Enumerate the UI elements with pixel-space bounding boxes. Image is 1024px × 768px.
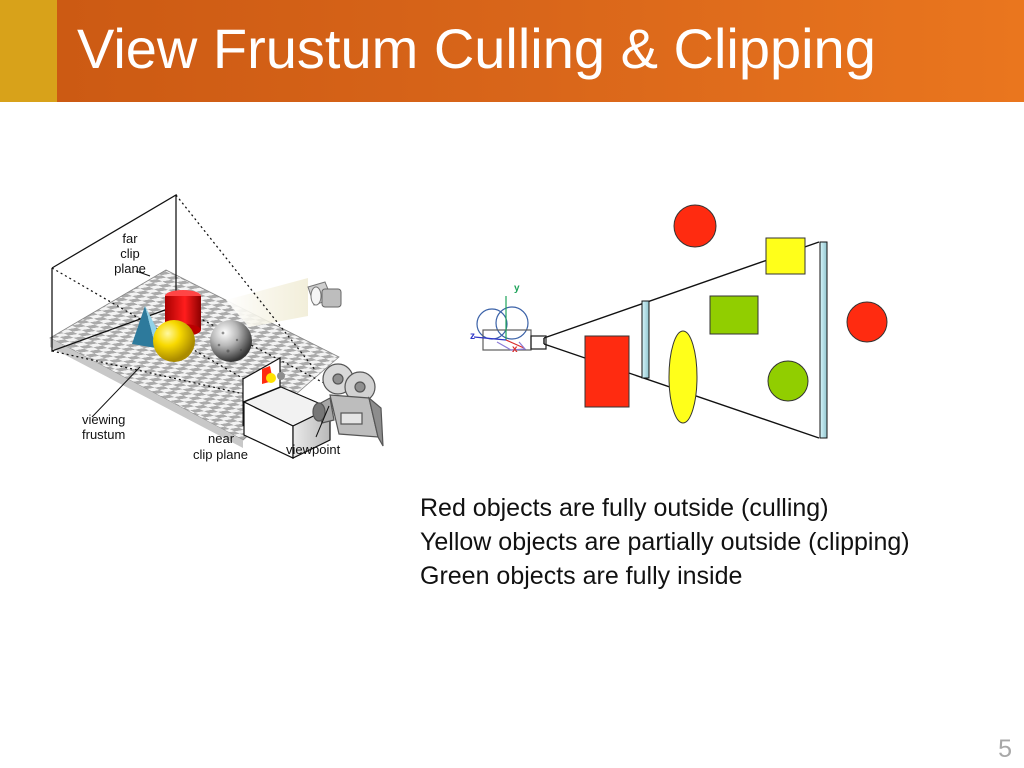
z-axis-label: z bbox=[470, 331, 475, 342]
viewing-frustum-label-line1: viewing bbox=[82, 412, 125, 427]
viewpoint-label: viewpoint bbox=[286, 442, 341, 457]
yellow-ellipse-clipped bbox=[668, 330, 698, 424]
green-circle-inside bbox=[767, 360, 809, 402]
far-clip-plane bbox=[819, 241, 828, 439]
near-clip-plane-label-line1: near bbox=[208, 431, 235, 446]
red-rectangle-outside bbox=[584, 335, 630, 408]
red-circle-right bbox=[846, 301, 888, 343]
red-circle-top bbox=[673, 204, 717, 248]
y-axis-label: y bbox=[514, 283, 520, 294]
yellow-square-clipped bbox=[765, 237, 806, 275]
caption-line-green: Green objects are fully inside bbox=[420, 562, 743, 590]
camera-icon bbox=[312, 363, 384, 447]
near-plane-preview bbox=[262, 366, 285, 384]
page-number: 5 bbox=[998, 735, 1012, 763]
near-clip-plane bbox=[641, 300, 650, 379]
axis-labels: y x z bbox=[470, 283, 520, 355]
view-frustum-illustration: far clip plane viewing frustum near clip… bbox=[49, 193, 384, 462]
green-square-inside bbox=[709, 295, 759, 335]
far-clip-plane-label-line2: clip bbox=[120, 246, 140, 261]
title-accent-bar bbox=[0, 0, 57, 102]
viewing-frustum-label-line2: frustum bbox=[82, 427, 125, 442]
near-clip-plane-label-line2: clip plane bbox=[193, 447, 248, 462]
far-clip-plane-label-line3: plane bbox=[114, 261, 146, 276]
x-axis-label: x bbox=[512, 344, 518, 355]
caption-line-red: Red objects are fully outside (culling) bbox=[420, 494, 829, 522]
title-bar bbox=[57, 0, 1024, 102]
camera-wireframe-icon bbox=[473, 296, 547, 351]
caption-line-yellow: Yellow objects are partially outside (cl… bbox=[420, 528, 910, 556]
scene-objects bbox=[132, 290, 252, 362]
spotlight-icon bbox=[307, 281, 342, 308]
far-clip-plane-label: far clip plane bbox=[114, 231, 146, 276]
caption: Red objects are fully outside (culling) … bbox=[420, 491, 1000, 593]
light-beam bbox=[226, 278, 308, 327]
near-clip-plane-label: near clip plane bbox=[193, 431, 248, 462]
slide-title: View Frustum Culling & Clipping bbox=[77, 17, 876, 80]
culling-clipping-diagram: y x z bbox=[470, 204, 888, 439]
illustration-callouts bbox=[91, 270, 330, 438]
viewing-frustum-label: viewing frustum bbox=[82, 412, 125, 442]
far-clip-plane-label-line1: far bbox=[122, 231, 138, 246]
